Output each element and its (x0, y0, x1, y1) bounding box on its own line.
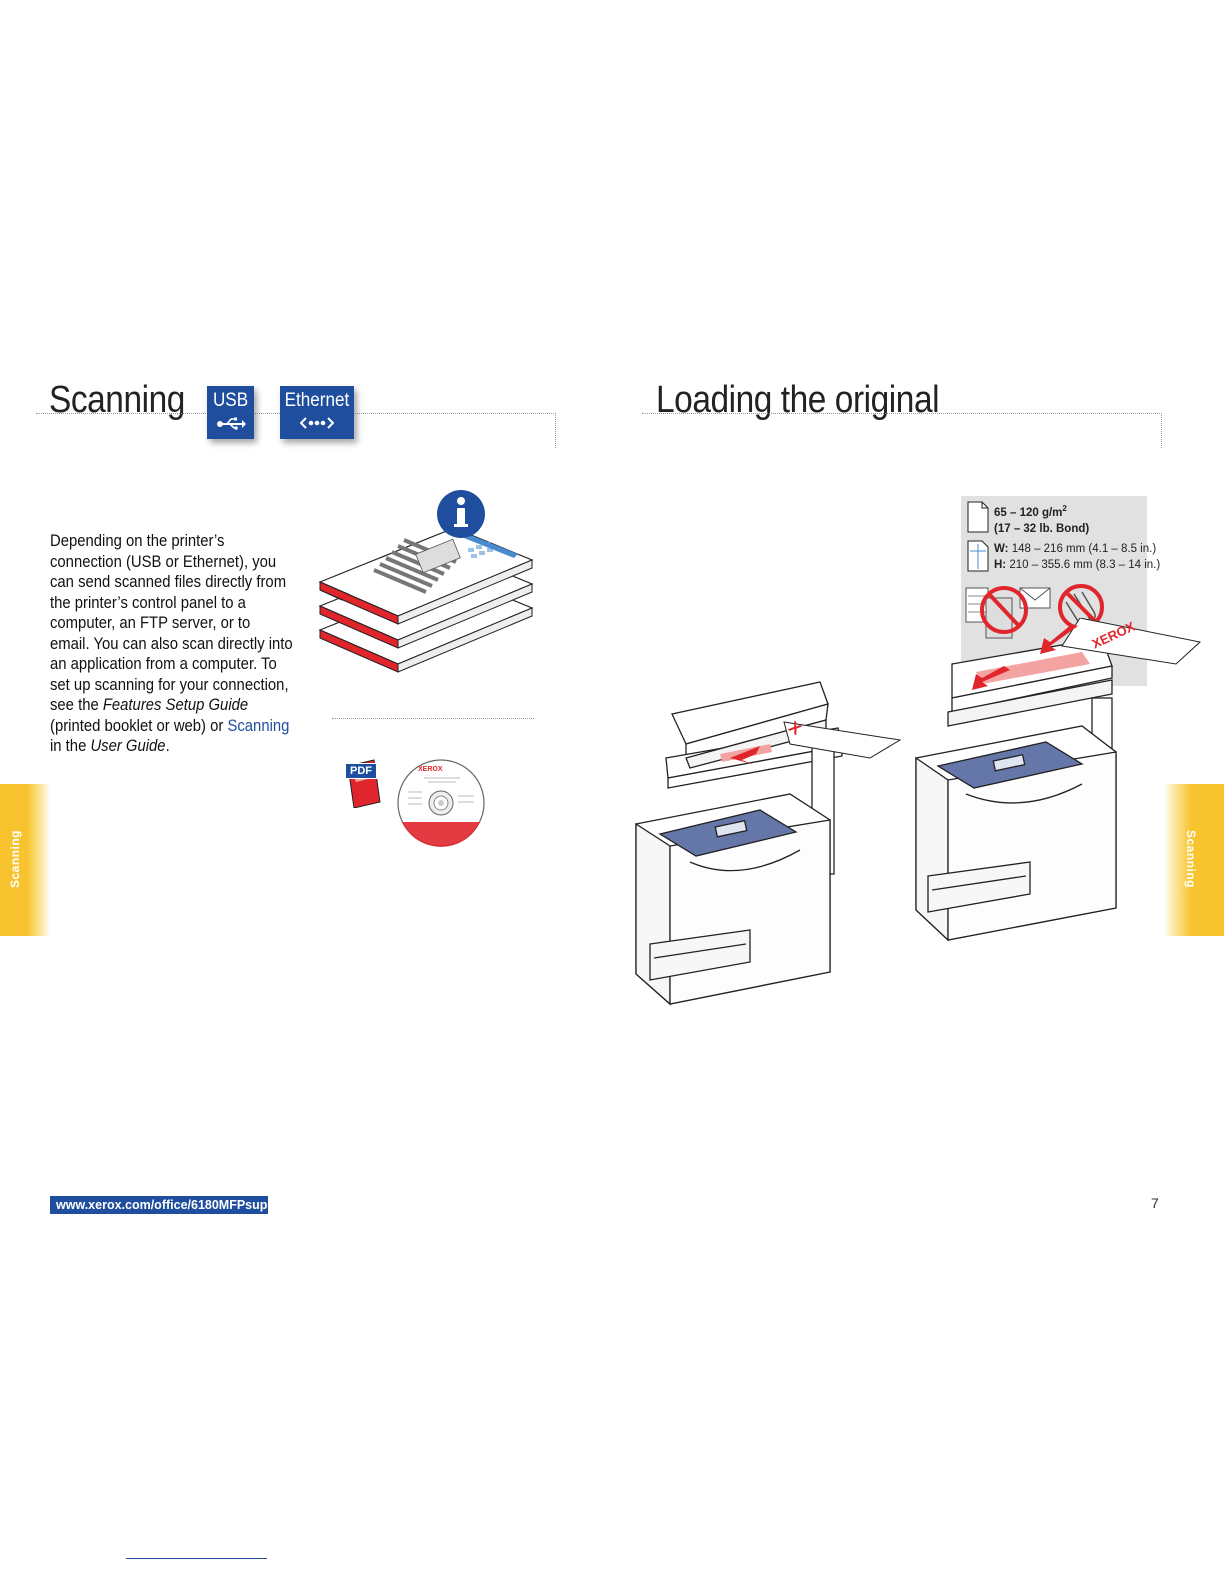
software-cd-illustration (396, 758, 486, 853)
side-tab-scanning-left: Scanning (0, 784, 50, 936)
no-labels-envelopes-icon (964, 580, 1054, 647)
paper-weight-spec: 65 – 120 g/m2 (17 – 32 lb. Bond) (994, 501, 1089, 537)
height-label: H: (994, 559, 1007, 571)
description-text: Depending on the printer’s connection (U… (50, 532, 293, 714)
support-url[interactable]: www.xerox.com/office/6180MFPsupport (50, 1196, 292, 1214)
side-tab-label-right: Scanning (1184, 829, 1199, 889)
features-setup-guide-ref: Features Setup Guide (102, 696, 249, 714)
page-number: 7 (1151, 1195, 1159, 1211)
width-label: W: (994, 543, 1009, 555)
paper-weight-icon (966, 500, 990, 539)
height-value: 210 – 355.6 mm (8.3 – 14 in.) (1009, 559, 1161, 571)
description-text-2: (printed booklet or web) or (50, 716, 228, 735)
usb-icon (216, 416, 246, 435)
description-text-4: . (165, 737, 170, 755)
printer-platen-glass-illustration: X (630, 674, 910, 1019)
title-rule-end (555, 413, 556, 448)
usb-badge-label: USB (212, 390, 249, 411)
description-text-3: in the (50, 737, 91, 755)
ethernet-badge: Ethernet (280, 386, 354, 439)
page-title-scanning: Scanning (49, 379, 185, 421)
illustration-divider (332, 718, 534, 719)
scanning-description: Depending on the printer’s connection (U… (50, 531, 293, 757)
weight-imperial: (17 – 32 lb. Bond) (994, 522, 1090, 535)
title-rule-right (642, 413, 1162, 414)
side-tab-label: Scanning (8, 829, 23, 889)
title-rule-right-end (1161, 413, 1162, 448)
width-value: 148 – 216 mm (4.1 – 8.5 in.) (1011, 543, 1157, 555)
ethernet-icon (299, 416, 335, 435)
ethernet-badge-label: Ethernet (284, 390, 350, 411)
footer-rule (126, 1558, 267, 1559)
weight-metric: 65 – 120 g/m (994, 506, 1063, 519)
usb-badge: USB (207, 386, 254, 439)
paper-size-icon (966, 539, 990, 578)
page-title-loading-original: Loading the original (656, 379, 940, 421)
scanning-link[interactable]: Scanning (227, 716, 290, 735)
cd-brand: XEROX (418, 766, 443, 773)
info-icon (437, 490, 485, 538)
paper-size-spec: W: 148 – 216 mm (4.1 – 8.5 in.) H: 210 –… (994, 541, 1160, 573)
side-tab-scanning-right: Scanning (1164, 784, 1224, 936)
weight-superscript: 2 (1062, 504, 1067, 513)
setup-guide-booklets-illustration (318, 488, 538, 693)
pdf-label: PDF (345, 763, 377, 779)
printer-document-feeder-illustration: XEROX (912, 617, 1202, 953)
user-guide-ref: User Guide (90, 737, 166, 755)
